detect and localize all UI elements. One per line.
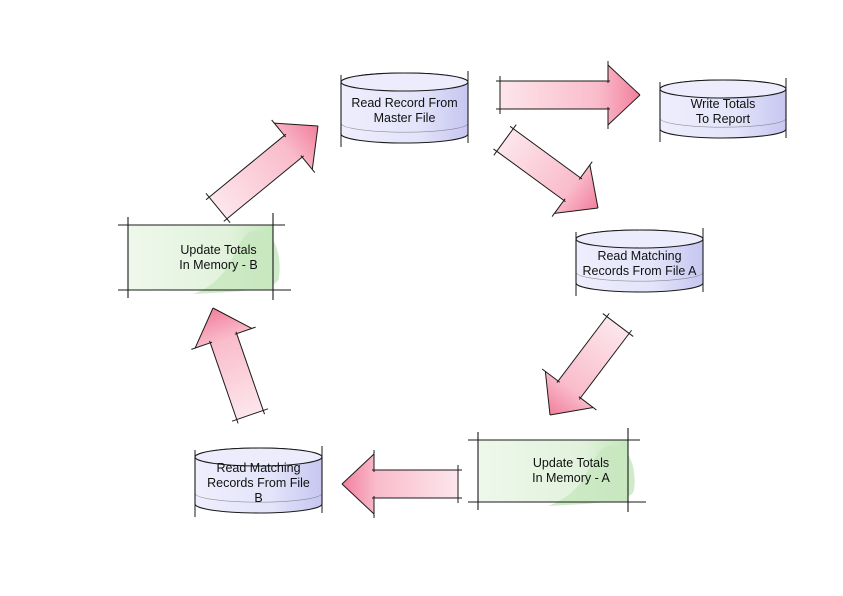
label-line: B (254, 491, 263, 505)
arrow-read-file-a-to-update-a (541, 313, 634, 416)
node-update-a (468, 428, 646, 512)
label-line: In Memory - A (532, 471, 610, 485)
label-line: Records From File (207, 476, 310, 490)
label-line: Read Matching (216, 461, 301, 475)
node-update-b (118, 213, 291, 300)
label-line: Update Totals (180, 242, 257, 257)
label-line: Master File (373, 111, 436, 125)
node-read-master (340, 71, 469, 147)
label-line: Read Matching (597, 249, 682, 263)
arrow-read-master-to-write-report (496, 61, 641, 129)
label-line: Update Totals (532, 456, 610, 470)
label-line: Write Totals (690, 97, 756, 111)
label-line: Read Record From (351, 96, 458, 110)
arrow-update-a-to-read-file-b (341, 450, 462, 518)
arrow-read-master-to-read-file-a (493, 124, 599, 217)
node-read-file-b (194, 446, 323, 517)
label-line: Records From File A (582, 264, 697, 278)
node-write-report (659, 78, 787, 142)
label-line: To Report (695, 112, 751, 126)
arrow-read-file-b-to-update-b (191, 307, 269, 424)
arrow-update-b-to-read-master (205, 119, 319, 224)
node-read-file-a (575, 228, 704, 296)
label-line: In Memory - B (179, 257, 258, 272)
